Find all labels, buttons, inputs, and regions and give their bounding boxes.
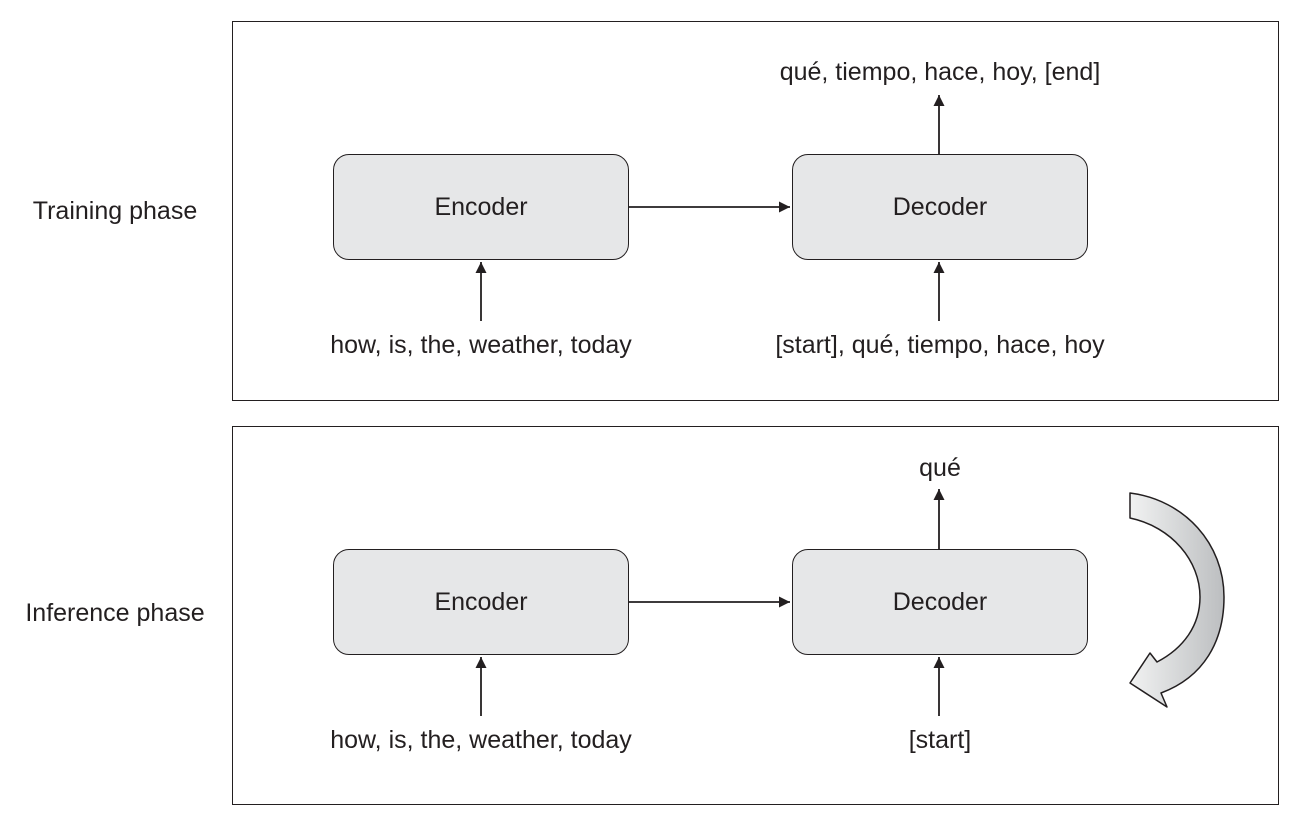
training-phase-label: Training phase	[32, 197, 198, 225]
inference-decoder-label: Decoder	[892, 587, 988, 616]
inference-panel	[232, 426, 1279, 805]
inference-decoder-input: [start]	[908, 726, 972, 754]
training-encoder-label: Encoder	[434, 192, 528, 221]
inference-decoder-output: qué	[919, 454, 961, 482]
training-decoder-input: [start], qué, tiempo, hace, hoy	[775, 331, 1105, 359]
inference-decoder-box: Decoder	[792, 549, 1088, 655]
training-encoder-box: Encoder	[333, 154, 629, 260]
training-panel	[232, 21, 1279, 401]
inference-encoder-label: Encoder	[434, 587, 528, 616]
training-decoder-label: Decoder	[892, 192, 988, 221]
inference-phase-label: Inference phase	[25, 599, 205, 627]
inference-encoder-box: Encoder	[333, 549, 629, 655]
inference-encoder-input: how, is, the, weather, today	[330, 726, 632, 754]
training-decoder-output: qué, tiempo, hace, hoy, [end]	[779, 58, 1101, 86]
training-decoder-box: Decoder	[792, 154, 1088, 260]
training-encoder-input: how, is, the, weather, today	[330, 331, 632, 359]
